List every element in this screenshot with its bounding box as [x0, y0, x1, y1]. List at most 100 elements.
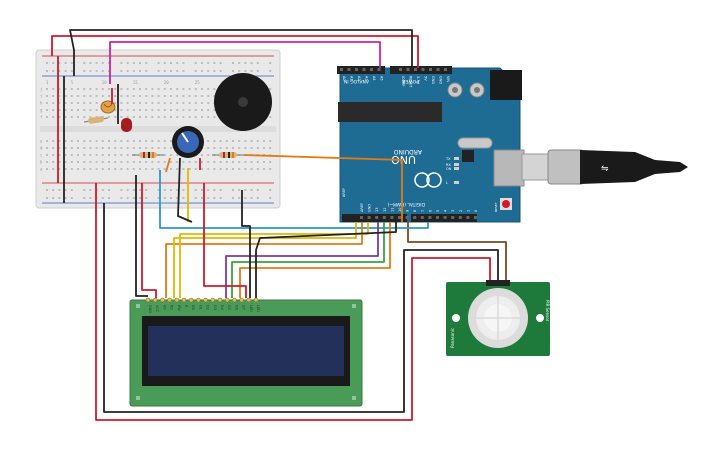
wire-pot-black [177, 157, 193, 223]
aref-label: AREF [342, 188, 346, 197]
digital-pin-label: 8 [413, 210, 417, 212]
wire-gnd-black [69, 29, 413, 76]
wire-5v-red [51, 35, 419, 68]
breadboard-row-label: c [40, 153, 43, 158]
digital-pin-label: 9 [406, 210, 410, 212]
digital-pin-label: 10 [398, 208, 402, 212]
breadboard-row-label: i [40, 94, 43, 99]
lcd-pin-label: D3 [213, 305, 217, 310]
pir-label-right: PIR Sensor [545, 300, 550, 322]
red-led [121, 118, 132, 132]
lcd-pin-label: RW [177, 305, 181, 311]
wire-lcd-vcc-red [141, 183, 157, 298]
wire-lcd-d6-orange [239, 222, 391, 298]
wires [51, 29, 507, 421]
power-pin-label: 5V [424, 76, 428, 81]
power-pin-label: GND [431, 76, 435, 84]
breadboard-column-label: 5 [71, 80, 74, 85]
breadboard-row-label: j [40, 87, 42, 92]
lcd-pin-label: GND [148, 305, 152, 313]
power-pin-label: RESET [409, 76, 413, 88]
usb-cable: ⇋ [521, 149, 688, 185]
digital-pin-label: 0 [474, 210, 478, 212]
analog-pin-label: A3 [365, 76, 369, 81]
breadboard-row-label: h [40, 101, 43, 106]
analog-pin-label: A5 [380, 76, 384, 81]
lcd-pin-label: LED [249, 305, 253, 312]
breadboard-row-label: f [40, 115, 43, 120]
wire-orange-long [243, 154, 403, 222]
breadboard-row-label: b [40, 160, 43, 165]
board-led-label: L [446, 181, 448, 185]
power-pin-label: GND [439, 76, 443, 84]
breadboard-column-label: 10 [102, 80, 107, 85]
digital-pin-label: 1 [466, 210, 470, 212]
breadboard-column-label: 25 [195, 80, 200, 85]
board-led-label: ON [446, 167, 452, 171]
power-pin-label: IOREF [401, 76, 405, 86]
lcd-pin-label: RS [170, 305, 174, 310]
lcd-pin-label: D4 [220, 305, 224, 311]
digital-pin-label: 6 [428, 210, 432, 212]
lcd-screen [148, 326, 344, 376]
resistor-3 [212, 152, 246, 158]
reset-label: RESET [494, 202, 498, 212]
lcd-pin-label: D1 [198, 305, 202, 310]
digital-pin-label: 13 [375, 208, 379, 212]
breadboard-column-label: 20 [164, 80, 169, 85]
digital-pin-label: AREF [360, 203, 364, 212]
wire-blue [159, 170, 429, 229]
board-led-label: TX [445, 157, 451, 161]
usb-icon: ⇋ [601, 164, 609, 174]
breadboard-row-label: e [40, 139, 43, 144]
wire-lcd-d5-green [231, 222, 385, 298]
breadboard-row-label: g [40, 108, 43, 113]
wire-pir-gnd-black [103, 203, 499, 413]
arduino-uno-board: ARDUINO UNO POWER ANALOG IN DIGITAL (PWM… [337, 66, 525, 223]
piezo-buzzer [214, 73, 272, 131]
board-led-label: RX [446, 163, 451, 167]
wire-a0-magenta [109, 41, 381, 84]
wire-lcd-gnd-black [135, 175, 148, 297]
digital-header-label: DIGITAL (PWM~) [387, 201, 425, 207]
analog-pin-label: A4 [372, 76, 376, 81]
pir-label-left: Panasonic [450, 328, 455, 348]
digital-pin-label: 3 [451, 210, 455, 212]
digital-pin-label: 2 [459, 210, 463, 212]
digital-pin-label: 4 [444, 209, 448, 212]
lcd-pin-label: D2 [206, 305, 210, 310]
wire-lcd-d4-purple [225, 222, 379, 298]
lcd-pin-label: E [184, 305, 188, 307]
wire-lcd-d7-black [255, 222, 397, 298]
breadboard-column-label: 1 [46, 80, 49, 85]
arduino-brand-label: ARDUINO [393, 148, 422, 155]
power-header-label: POWER [402, 78, 419, 84]
digital-pin-label: GND [368, 204, 372, 212]
analog-pin-label: A0 [342, 76, 346, 81]
breadboard-column-label: 15 [133, 80, 138, 85]
analog-header-label: ANALOG IN [344, 78, 369, 84]
lcd-pin-label: D5 [227, 305, 231, 310]
wire-lcd-led-red [203, 183, 247, 298]
resistor-2 [132, 152, 164, 158]
lcd-pin-label: D0 [191, 305, 195, 310]
resistor-1 [83, 116, 109, 124]
wire-lcd-ledk-black [241, 190, 251, 298]
lcd-pin-label: VCC [155, 305, 159, 313]
lcd-pin-label: D7 [242, 305, 246, 310]
power-pin-label: 3.3V [416, 76, 420, 85]
breadboard-row-label: d [40, 146, 43, 151]
wire-lcd-yellow-2 [179, 222, 369, 298]
lcd-pin-label: D6 [234, 305, 238, 310]
lcd-pin-label: V0 [162, 305, 166, 310]
digital-pin-label: 7 [421, 210, 425, 212]
pir-motion-sensor: Panasonic PIR Sensor [446, 280, 550, 356]
analog-pin-label: A1 [350, 76, 354, 81]
arduino-model-label: UNO [391, 153, 416, 166]
lcd-pin-label: LED [256, 305, 260, 312]
digital-pin-label: 11 [390, 208, 394, 212]
breadboard-row-label: a [40, 167, 43, 172]
digital-pin-label: 12 [383, 208, 387, 212]
